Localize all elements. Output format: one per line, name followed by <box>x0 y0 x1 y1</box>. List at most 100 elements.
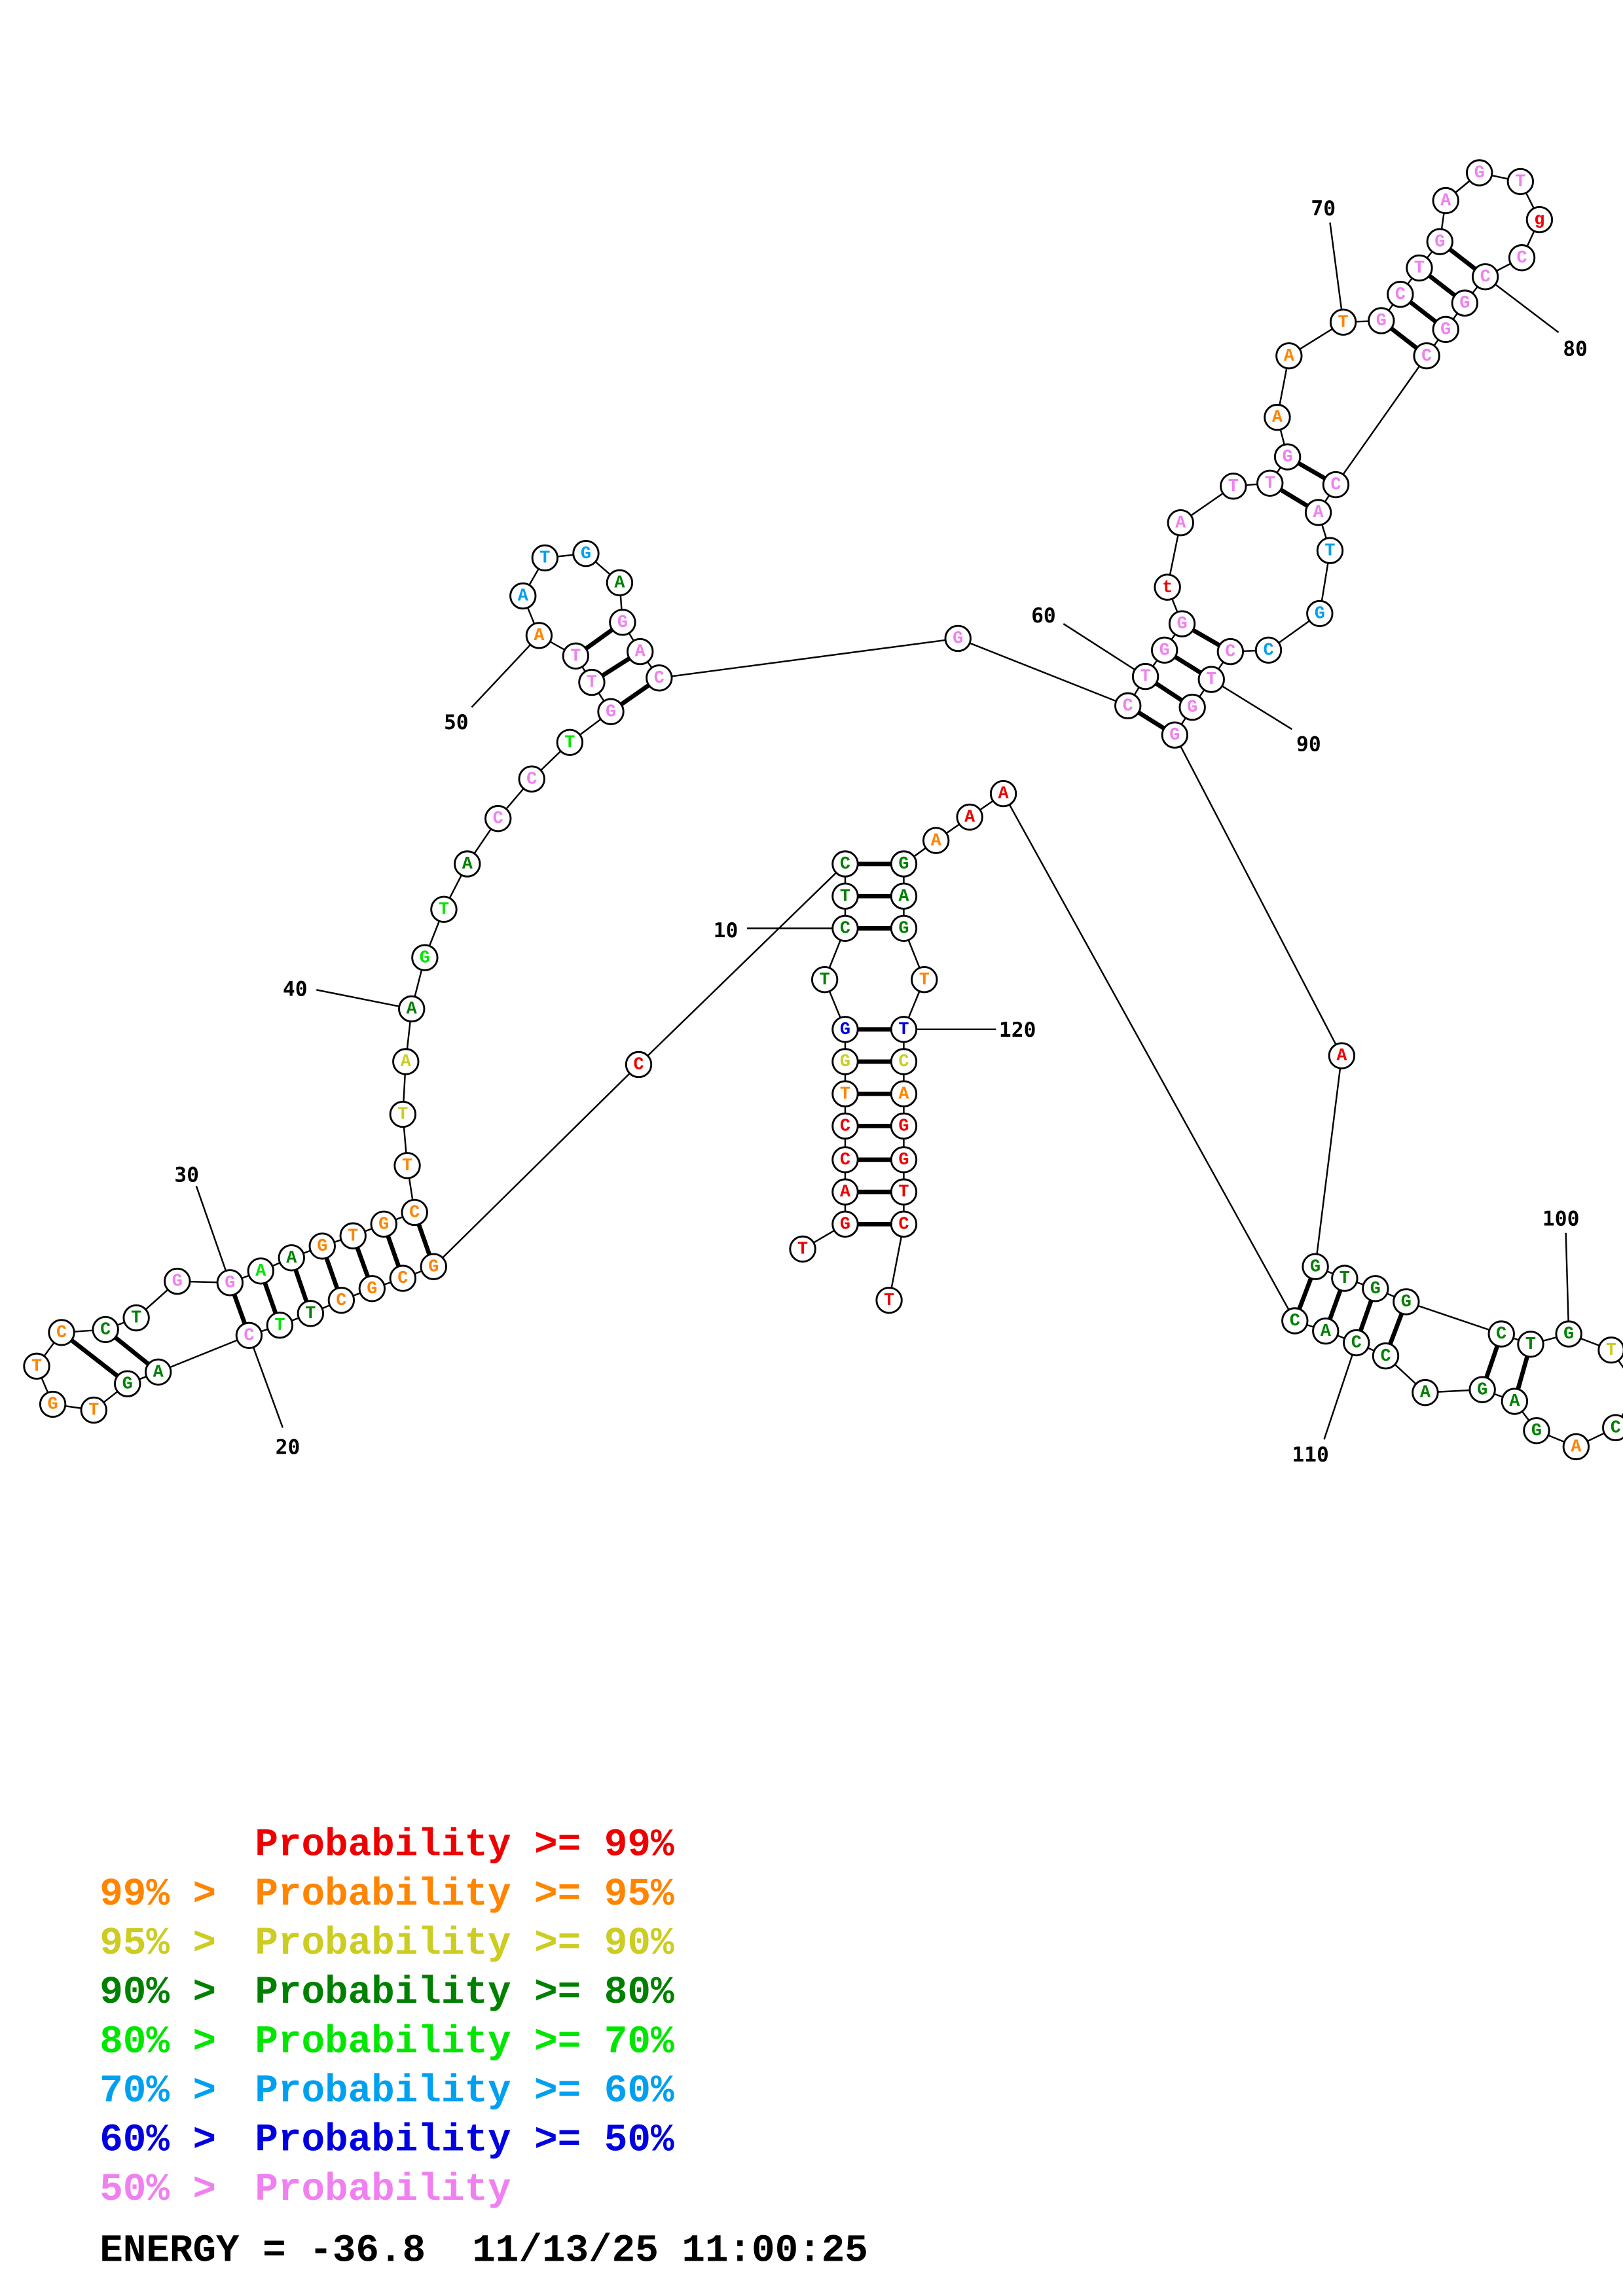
nucleotide-circle <box>1197 666 1225 693</box>
nucleotide: T <box>1220 473 1247 500</box>
position-tick <box>1323 1342 1357 1440</box>
nucleotide-circle <box>989 780 1017 808</box>
nucleotide-letter: G <box>48 1395 58 1415</box>
nucleotide-letter: G <box>898 1117 909 1137</box>
nucleotide-circle <box>525 622 553 649</box>
nucleotide: A <box>1304 499 1332 526</box>
nucleotide-letter: T <box>564 733 575 753</box>
nucleotide-circle <box>411 944 439 971</box>
legend-entry: Probability >= 99% <box>255 1823 674 1867</box>
nucleotide-circle <box>389 1100 417 1128</box>
nucleotide: G <box>1368 307 1395 334</box>
nucleotide-circle <box>911 966 938 994</box>
nucleotide: C <box>890 1210 918 1238</box>
backbone-segment <box>433 1064 640 1268</box>
nucleotide-circle <box>890 1016 918 1043</box>
nucleotide-circle <box>609 609 636 636</box>
nucleotide-circle <box>1432 187 1459 215</box>
backbone-lines <box>35 171 1623 1448</box>
nucleotide-circle <box>216 1269 244 1297</box>
nucleotide: C <box>389 1265 417 1292</box>
nucleotide: A <box>454 850 481 878</box>
nucleotide: C <box>1413 342 1440 370</box>
nucleotide-circle <box>1387 280 1414 308</box>
nucleotide-circle <box>1273 443 1302 471</box>
nucleotide-circle <box>122 1304 150 1332</box>
nucleotide-circle <box>278 1244 305 1272</box>
nucleotide-circle <box>597 698 625 725</box>
nucleotide: G <box>890 1112 918 1140</box>
nucleotide: C <box>625 1050 653 1079</box>
nucleotide-circle <box>1597 1336 1623 1364</box>
nucleotide: G <box>114 1370 141 1397</box>
nucleotide: A <box>1412 1378 1439 1407</box>
nucleotide-circle <box>1362 1275 1389 1302</box>
probability-legend: Probability >= 99%99% > Probability >= 9… <box>100 1823 674 2212</box>
nucleotide-circle <box>562 642 589 670</box>
nucleotide: A <box>1275 342 1303 370</box>
legend-entry: 95% > Probability >= 90% <box>100 1922 674 1965</box>
nucleotide-circle <box>389 1265 417 1292</box>
nucleotide-circle <box>1517 1331 1544 1358</box>
nucleotide-letter: T <box>539 549 550 569</box>
nucleotide: C <box>48 1319 75 1346</box>
position-tick <box>1063 623 1146 677</box>
nucleotide-circle <box>831 1210 859 1238</box>
nucleotide: A <box>1562 1433 1590 1461</box>
nucleotide-letter: A <box>964 808 976 828</box>
nucleotide-letter: T <box>570 647 581 666</box>
nucleotide-letter: G <box>1370 1280 1381 1299</box>
nucleotide-circle <box>890 1178 918 1206</box>
nucleotide-circle <box>92 1316 119 1344</box>
nucleotide: A <box>956 803 983 831</box>
nucleotide-letter: C <box>840 920 850 939</box>
nucleotide-circle <box>1167 509 1194 537</box>
position-label: 10 <box>714 919 739 942</box>
legend-prefix: 60% > <box>100 2119 239 2162</box>
nucleotide-circle <box>572 539 600 567</box>
position-label: 110 <box>1292 1443 1329 1467</box>
nucleotide-letter: C <box>244 1326 254 1346</box>
nucleotide-letter: T <box>274 1316 285 1336</box>
nucleotide: G <box>1555 1320 1582 1348</box>
nucleotide-letter: C <box>526 770 537 789</box>
legend-label: Probability >= 95% <box>255 1873 674 1916</box>
nucleotide-letter: A <box>898 1085 909 1104</box>
nucleotide-letter: A <box>286 1249 297 1268</box>
nucleotide-circle <box>922 827 950 854</box>
nucleotide-circle <box>1413 342 1440 370</box>
nucleotide-circle <box>646 664 673 692</box>
nucleotide-letter: T <box>1515 173 1525 192</box>
backbone-segment <box>1314 1055 1343 1267</box>
nucleotide-letter: A <box>255 1262 266 1282</box>
nucleotide-circle <box>831 850 859 878</box>
nucleotide-circle <box>1312 1317 1340 1345</box>
nucleotide-circle <box>1506 168 1535 196</box>
nucleotide: A <box>1167 509 1194 537</box>
nucleotide-letter: t <box>1162 578 1173 598</box>
nucleotide-circle <box>114 1370 141 1397</box>
legend-entry: 90% > Probability >= 80% <box>100 1971 674 2015</box>
legend-label: Probability >= 70% <box>255 2020 674 2064</box>
nucleotide-letter: G <box>1187 698 1197 718</box>
nucleotide: G <box>572 539 600 567</box>
nucleotide: G <box>1426 228 1453 255</box>
nucleotide-letter: T <box>1206 670 1216 690</box>
legend-prefix: 80% > <box>100 2020 239 2064</box>
nucleotide-letter: G <box>840 1215 850 1234</box>
nucleotide: C <box>1372 1342 1400 1370</box>
nucleotide: A <box>890 1080 918 1107</box>
nucleotide: A <box>627 637 654 666</box>
nucleotide-circle <box>1412 1378 1439 1407</box>
legend-entry: 50% > Probability <box>100 2168 511 2212</box>
nucleotide-circle <box>1523 1417 1550 1444</box>
position-tick-lines <box>195 222 1570 1440</box>
nucleotide-letter: T <box>840 1085 850 1104</box>
nucleotide-circle <box>531 544 559 572</box>
nucleotide-circle <box>235 1321 263 1350</box>
nucleotide: T <box>875 1286 903 1314</box>
nucleotide-letter: T <box>402 1157 412 1176</box>
nucleotide-circle <box>1254 636 1283 664</box>
nucleotide: T <box>890 1178 918 1206</box>
nucleotide-letter: A <box>1440 192 1451 211</box>
